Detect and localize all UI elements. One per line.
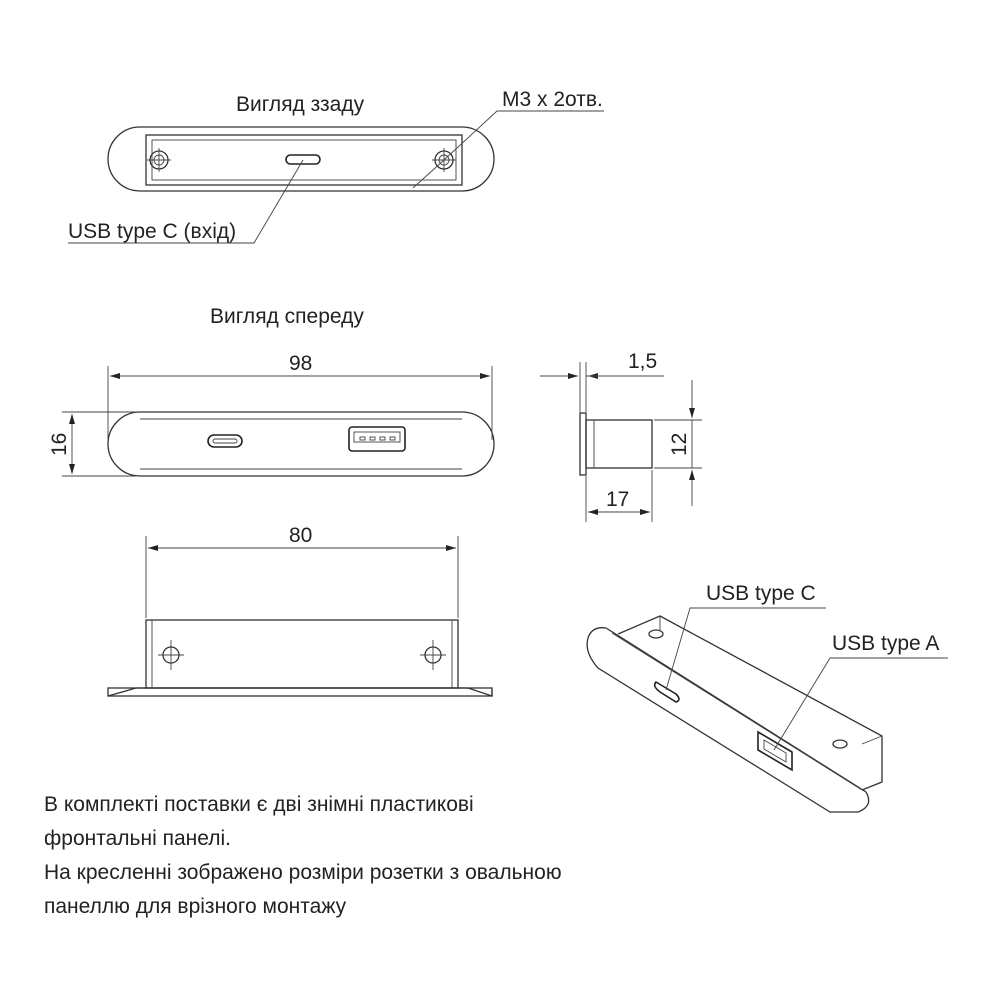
usb-c-input-label: USB type C (вхід) [68, 220, 236, 243]
rear-hole-left [147, 148, 171, 172]
note-line-4: панеллю для врізного монтажу [44, 895, 347, 918]
note-line-3: На кресленні зображено розміри розетки з… [44, 861, 562, 884]
leader-mounting-holes [443, 110, 604, 161]
top-view: 80 [107, 524, 493, 697]
iso-usb-c-port [653, 680, 680, 703]
rear-view: Вигляд ззаду M3 x 2отв. USB type C (вхід… [68, 88, 604, 244]
front-usb-c-port [207, 434, 243, 448]
note-line-2: фронтальні панелі. [44, 827, 231, 850]
leader-usb-type-a [773, 657, 948, 751]
iso-usb-a-port [757, 730, 793, 772]
iso-hole-left [648, 629, 664, 639]
top-panel-base [107, 687, 493, 697]
leader-usb-c-input [68, 159, 304, 244]
mounting-holes-label: M3 x 2отв. [502, 88, 603, 111]
rear-oval-panel [107, 126, 495, 192]
side-panel-plate [579, 412, 587, 476]
iso-oval-panel [586, 627, 870, 813]
dim-height-panel: 16 [48, 433, 71, 456]
rear-body-inner [151, 139, 457, 181]
dim-width-panel: 98 [289, 352, 312, 375]
front-usb-a-port [348, 426, 406, 452]
usb-type-a-label: USB type A [832, 632, 939, 655]
dim-panel-thickness: 1,5 [628, 350, 657, 373]
front-view: Вигляд спереду 98 16 [48, 305, 495, 477]
leader-usb-type-c [665, 607, 826, 691]
front-oval-panel [107, 411, 495, 477]
delivery-note: В комплекті поставки є дві знімні пласти… [44, 788, 664, 924]
top-hole-left [158, 640, 184, 670]
note-line-1: В комплекті поставки є дві знімні пласти… [44, 793, 474, 816]
usb-type-c-label: USB type C [706, 582, 816, 605]
iso-hole-right [832, 739, 848, 749]
isometric-view: USB type C USB type A [586, 582, 948, 813]
top-hole-right [420, 640, 446, 670]
front-view-title: Вигляд спереду [210, 305, 364, 328]
rear-view-title: Вигляд ззаду [236, 93, 365, 116]
rear-usb-c-port [285, 154, 321, 165]
dim-body-depth: 17 [606, 488, 629, 511]
side-view: 1,5 12 17 [540, 350, 702, 522]
rear-body [145, 134, 463, 186]
dim-body-height: 12 [668, 433, 691, 456]
top-body [145, 619, 459, 689]
side-body [585, 419, 653, 469]
dim-width-body: 80 [289, 524, 312, 547]
